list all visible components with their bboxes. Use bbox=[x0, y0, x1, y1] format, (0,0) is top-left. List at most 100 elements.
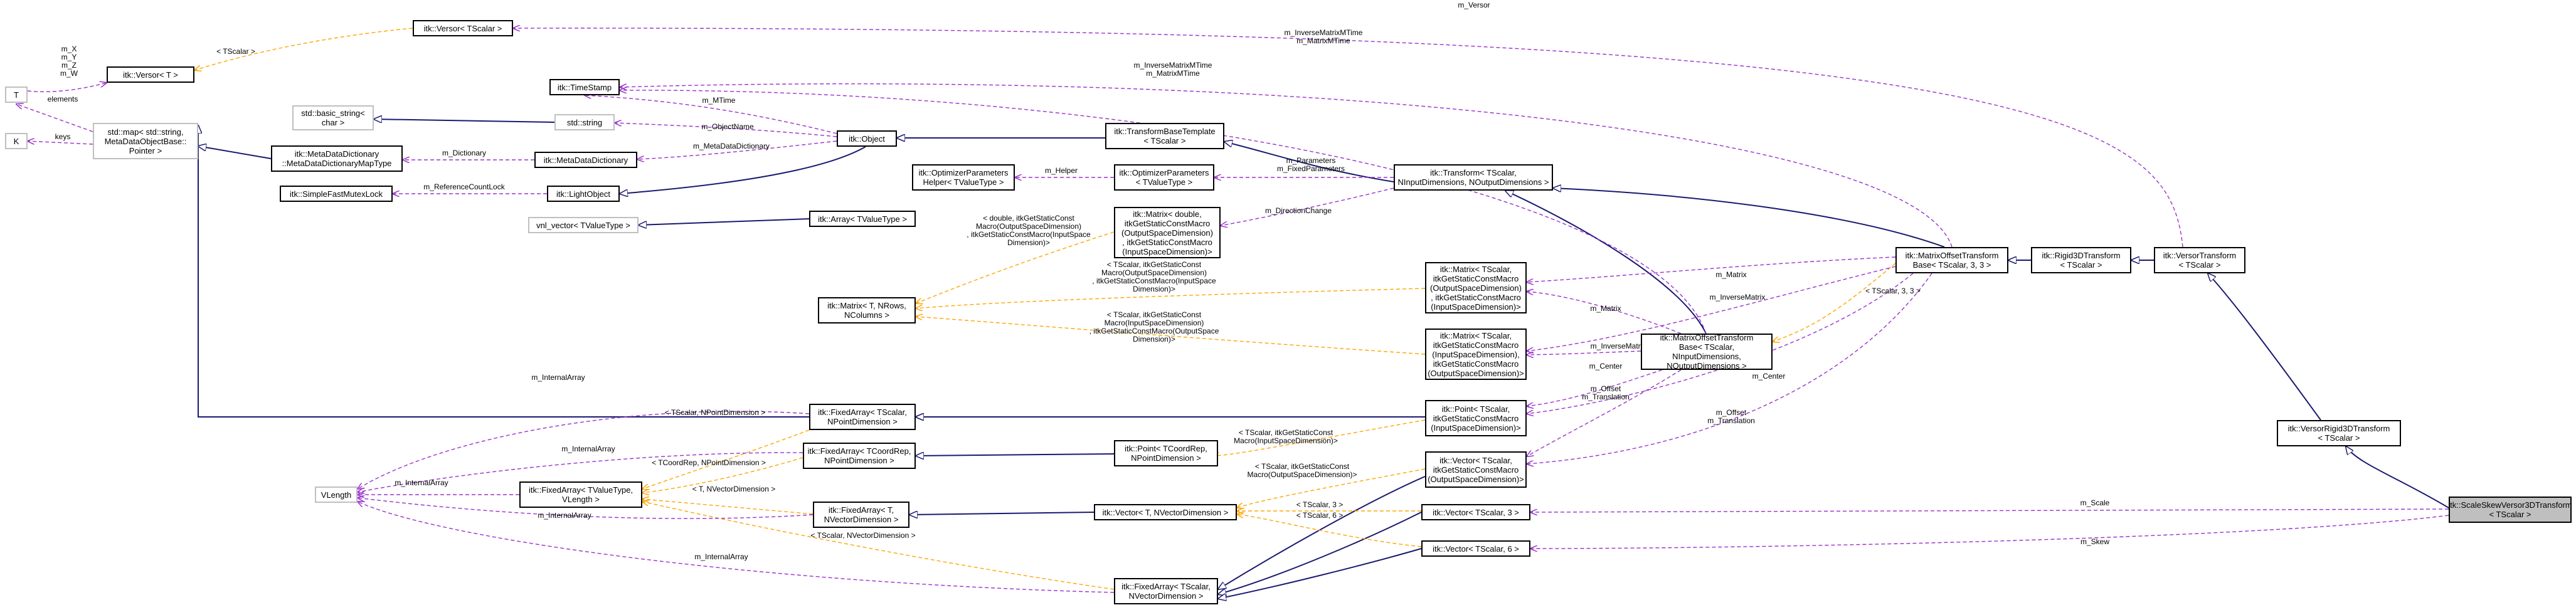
edge-inherit-object-lightobject bbox=[620, 146, 866, 194]
class-node-rigid3dtransform[interactable]: itk::Rigid3DTransform < TScalar > bbox=[2031, 247, 2131, 273]
class-node-versortransform[interactable]: itk::VersorTransform < TScalar > bbox=[2154, 247, 2245, 273]
class-node-fixedarray-tvaluetype[interactable]: itk::FixedArray< TValueType, VLength > bbox=[519, 481, 642, 508]
class-node-transform[interactable]: itk::Transform< TScalar, NInputDimension… bbox=[1394, 164, 1553, 191]
edge-label-m-versor: m_Versor bbox=[1458, 1, 1490, 9]
edge-template-vector-out bbox=[1237, 468, 1426, 508]
edge-inherit-fixed-point-stub bbox=[198, 125, 809, 418]
edge-inherit-vectorout-fixedvec bbox=[1218, 476, 1426, 589]
class-node-matrix-double[interactable]: itk::Matrix< double, itkGetStaticConstMa… bbox=[1114, 207, 1221, 258]
edge-inherit-motbase33-transform bbox=[1553, 188, 1945, 248]
edge-inherit-mddmap-stdmap bbox=[198, 146, 272, 159]
class-node-fixedarray-npoint[interactable]: itk::FixedArray< TScalar, NPointDimensio… bbox=[809, 404, 916, 430]
edge-label-m-scale: m_Scale bbox=[2080, 498, 2110, 507]
class-node-matrix-out-in[interactable]: itk::Matrix< TScalar, itkGetStaticConstM… bbox=[1425, 262, 1527, 313]
edge-template-vector6 bbox=[1237, 514, 1422, 547]
class-node-vector-t[interactable]: itk::Vector< T, NVectorDimension > bbox=[1094, 504, 1237, 520]
edge-label-m-internalarray-4: m_InternalArray bbox=[538, 511, 591, 520]
class-node-fixedarray-t[interactable]: itk::FixedArray< T, NVectorDimension > bbox=[813, 502, 909, 528]
edge-usage-versor bbox=[513, 28, 2183, 248]
class-node-metadatadictionary[interactable]: itk::MetaDataDictionary bbox=[534, 152, 637, 168]
edge-template-fixed-vec bbox=[642, 502, 1115, 590]
class-node-timestamp[interactable]: itk::TimeStamp bbox=[549, 79, 620, 95]
edge-inherit-pointcoord-fixedcoord bbox=[916, 454, 1115, 456]
class-node-metadatadictionary-maptype[interactable]: itk::MetaDataDictionary ::MetaDataDictio… bbox=[271, 145, 403, 172]
edge-label-m-skew: m_Skew bbox=[2080, 537, 2109, 546]
class-node-matrix-generic[interactable]: itk::Matrix< T, NRows, NColumns > bbox=[818, 297, 916, 323]
edge-label-tmpl-tscalar3: < TScalar, 3 > bbox=[1296, 500, 1344, 509]
edge-label-m-matrix-a: m_Matrix bbox=[1715, 270, 1746, 279]
edge-usage-matrix-a bbox=[1527, 256, 1896, 282]
class-node-vlength: VLength bbox=[315, 486, 358, 503]
class-node-versor-tscalar[interactable]: itk::Versor< TScalar > bbox=[413, 20, 513, 36]
class-node-transformbasetemplate[interactable]: itk::TransformBaseTemplate < TScalar > bbox=[1105, 123, 1224, 149]
edge-label-tscalar33: < TScalar, 3, 3 > bbox=[1865, 287, 1921, 295]
edge-usage-center-b bbox=[1527, 369, 1663, 406]
class-node-versor-t[interactable]: itk::Versor< T > bbox=[107, 66, 194, 83]
class-node-matrixoffsettransformbase[interactable]: itk::MatrixOffsetTransform Base< TScalar… bbox=[1641, 334, 1773, 370]
edge-usage-objectname bbox=[615, 123, 837, 137]
class-node-point-input[interactable]: itk::Point< TScalar, itkGetStaticConstMa… bbox=[1425, 400, 1527, 436]
class-node-optimizerparametershelper[interactable]: itk::OptimizerParameters Helper< TValueT… bbox=[912, 164, 1015, 191]
class-node-std-string: std::string bbox=[554, 114, 615, 130]
class-node-scaleskewversor3dtransform: itk::ScaleSkewVersor3DTransform < TScala… bbox=[2449, 497, 2572, 523]
class-node-point-tcoordrep[interactable]: itk::Point< TCoordRep, NPointDimension > bbox=[1114, 440, 1218, 466]
class-node-lightobject[interactable]: itk::LightObject bbox=[547, 186, 620, 202]
edge-usage-internalarray-5 bbox=[358, 502, 1115, 593]
edge-template-matrix-double bbox=[916, 231, 1115, 303]
edge-usage-mtime bbox=[585, 95, 837, 134]
edge-label-m-internalarray-1: m_InternalArray bbox=[531, 373, 585, 382]
edge-usage-inversematrix-b bbox=[1527, 350, 1641, 355]
edge-label-tmpl-npoint: < TScalar, NPointDimension > bbox=[665, 408, 766, 417]
edge-usage-scale bbox=[1530, 508, 2449, 512]
class-node-array[interactable]: itk::Array< TValueType > bbox=[809, 211, 916, 227]
class-node-matrix-in-out[interactable]: itk::Matrix< TScalar, itkGetStaticConstM… bbox=[1425, 329, 1527, 380]
class-node-optimizerparameters[interactable]: itk::OptimizerParameters < TValueType > bbox=[1114, 164, 1214, 191]
class-node-fixedarray-tcoordrep[interactable]: itk::FixedArray< TCoordRep, NPointDimens… bbox=[803, 443, 916, 469]
class-node-t: T bbox=[5, 87, 28, 103]
class-node-fixedarray-nvector[interactable]: itk::FixedArray< TScalar, NVectorDimensi… bbox=[1114, 578, 1218, 604]
edge-usage-skew bbox=[1530, 515, 2449, 549]
edge-label-m-inversematrix-b: m_InverseMatrix bbox=[1591, 342, 1646, 350]
edge-usage-metadatadictionary bbox=[637, 140, 837, 159]
edge-inherit-transform-tbt bbox=[1224, 142, 1394, 182]
edge-label-tmpl-tscalar-nvec: < TScalar, NVectorDimension > bbox=[810, 531, 915, 540]
edge-usage-timestamp-1 bbox=[620, 83, 1953, 248]
edge-label-m-internalarray-3: m_InternalArray bbox=[395, 478, 448, 487]
class-node-basic-string: std::basic_string< char > bbox=[292, 105, 374, 130]
edge-inherit-sssv-versorrigid bbox=[2346, 446, 2449, 508]
edge-label-m-directionchange: m_DirectionChange bbox=[1265, 206, 1332, 215]
edge-template-motbase bbox=[1773, 263, 1896, 342]
edge-usage-elements bbox=[16, 104, 93, 132]
class-node-vector-3[interactable]: itk::Vector< TScalar, 3 > bbox=[1421, 504, 1530, 520]
edge-inherit-motbase-transform bbox=[1505, 191, 1707, 334]
class-node-versorrigid3dtransform[interactable]: itk::VersorRigid3DTransform < TScalar > bbox=[2277, 420, 2401, 446]
edge-template-matrix-in-out bbox=[916, 317, 1426, 355]
edge-label-m-center-a: m_Center bbox=[1752, 372, 1786, 381]
edge-usage-offset-a bbox=[1527, 273, 1932, 464]
edge-usage-center-a bbox=[1527, 273, 1914, 414]
edge-label-tscalar: < TScalar > bbox=[216, 47, 255, 56]
class-node-vector-output[interactable]: itk::Vector< TScalar, itkGetStaticConstM… bbox=[1425, 451, 1527, 488]
class-node-object[interactable]: itk::Object bbox=[837, 130, 897, 147]
class-node-vector-6[interactable]: itk::Vector< TScalar, 6 > bbox=[1421, 540, 1530, 557]
edge-usage-inversematrix-a bbox=[1527, 266, 1896, 351]
edge-label-m-matrix-b: m_Matrix bbox=[1590, 304, 1621, 313]
edge-inherit-vector-fixedt bbox=[909, 512, 1095, 515]
edge-label-keys: keys bbox=[55, 132, 71, 141]
edge-label-m-center-b: m_Center bbox=[1589, 362, 1623, 371]
class-node-matrixoffsettransformbase-3-3[interactable]: itk::MatrixOffsetTransform Base< TScalar… bbox=[1895, 247, 2008, 273]
class-node-simplefastmutexlock[interactable]: itk::SimpleFastMutexLock bbox=[280, 186, 393, 202]
edge-usage-internalarray-4 bbox=[358, 498, 814, 519]
edge-usage-timestamp-2 bbox=[620, 90, 1707, 334]
edge-label-m-refcountlock: m_ReferenceCountLock bbox=[423, 182, 505, 191]
class-node-vnl-vector: vnl_vector< TValueType > bbox=[528, 217, 639, 233]
edge-usage-offset-b bbox=[1527, 369, 1682, 456]
